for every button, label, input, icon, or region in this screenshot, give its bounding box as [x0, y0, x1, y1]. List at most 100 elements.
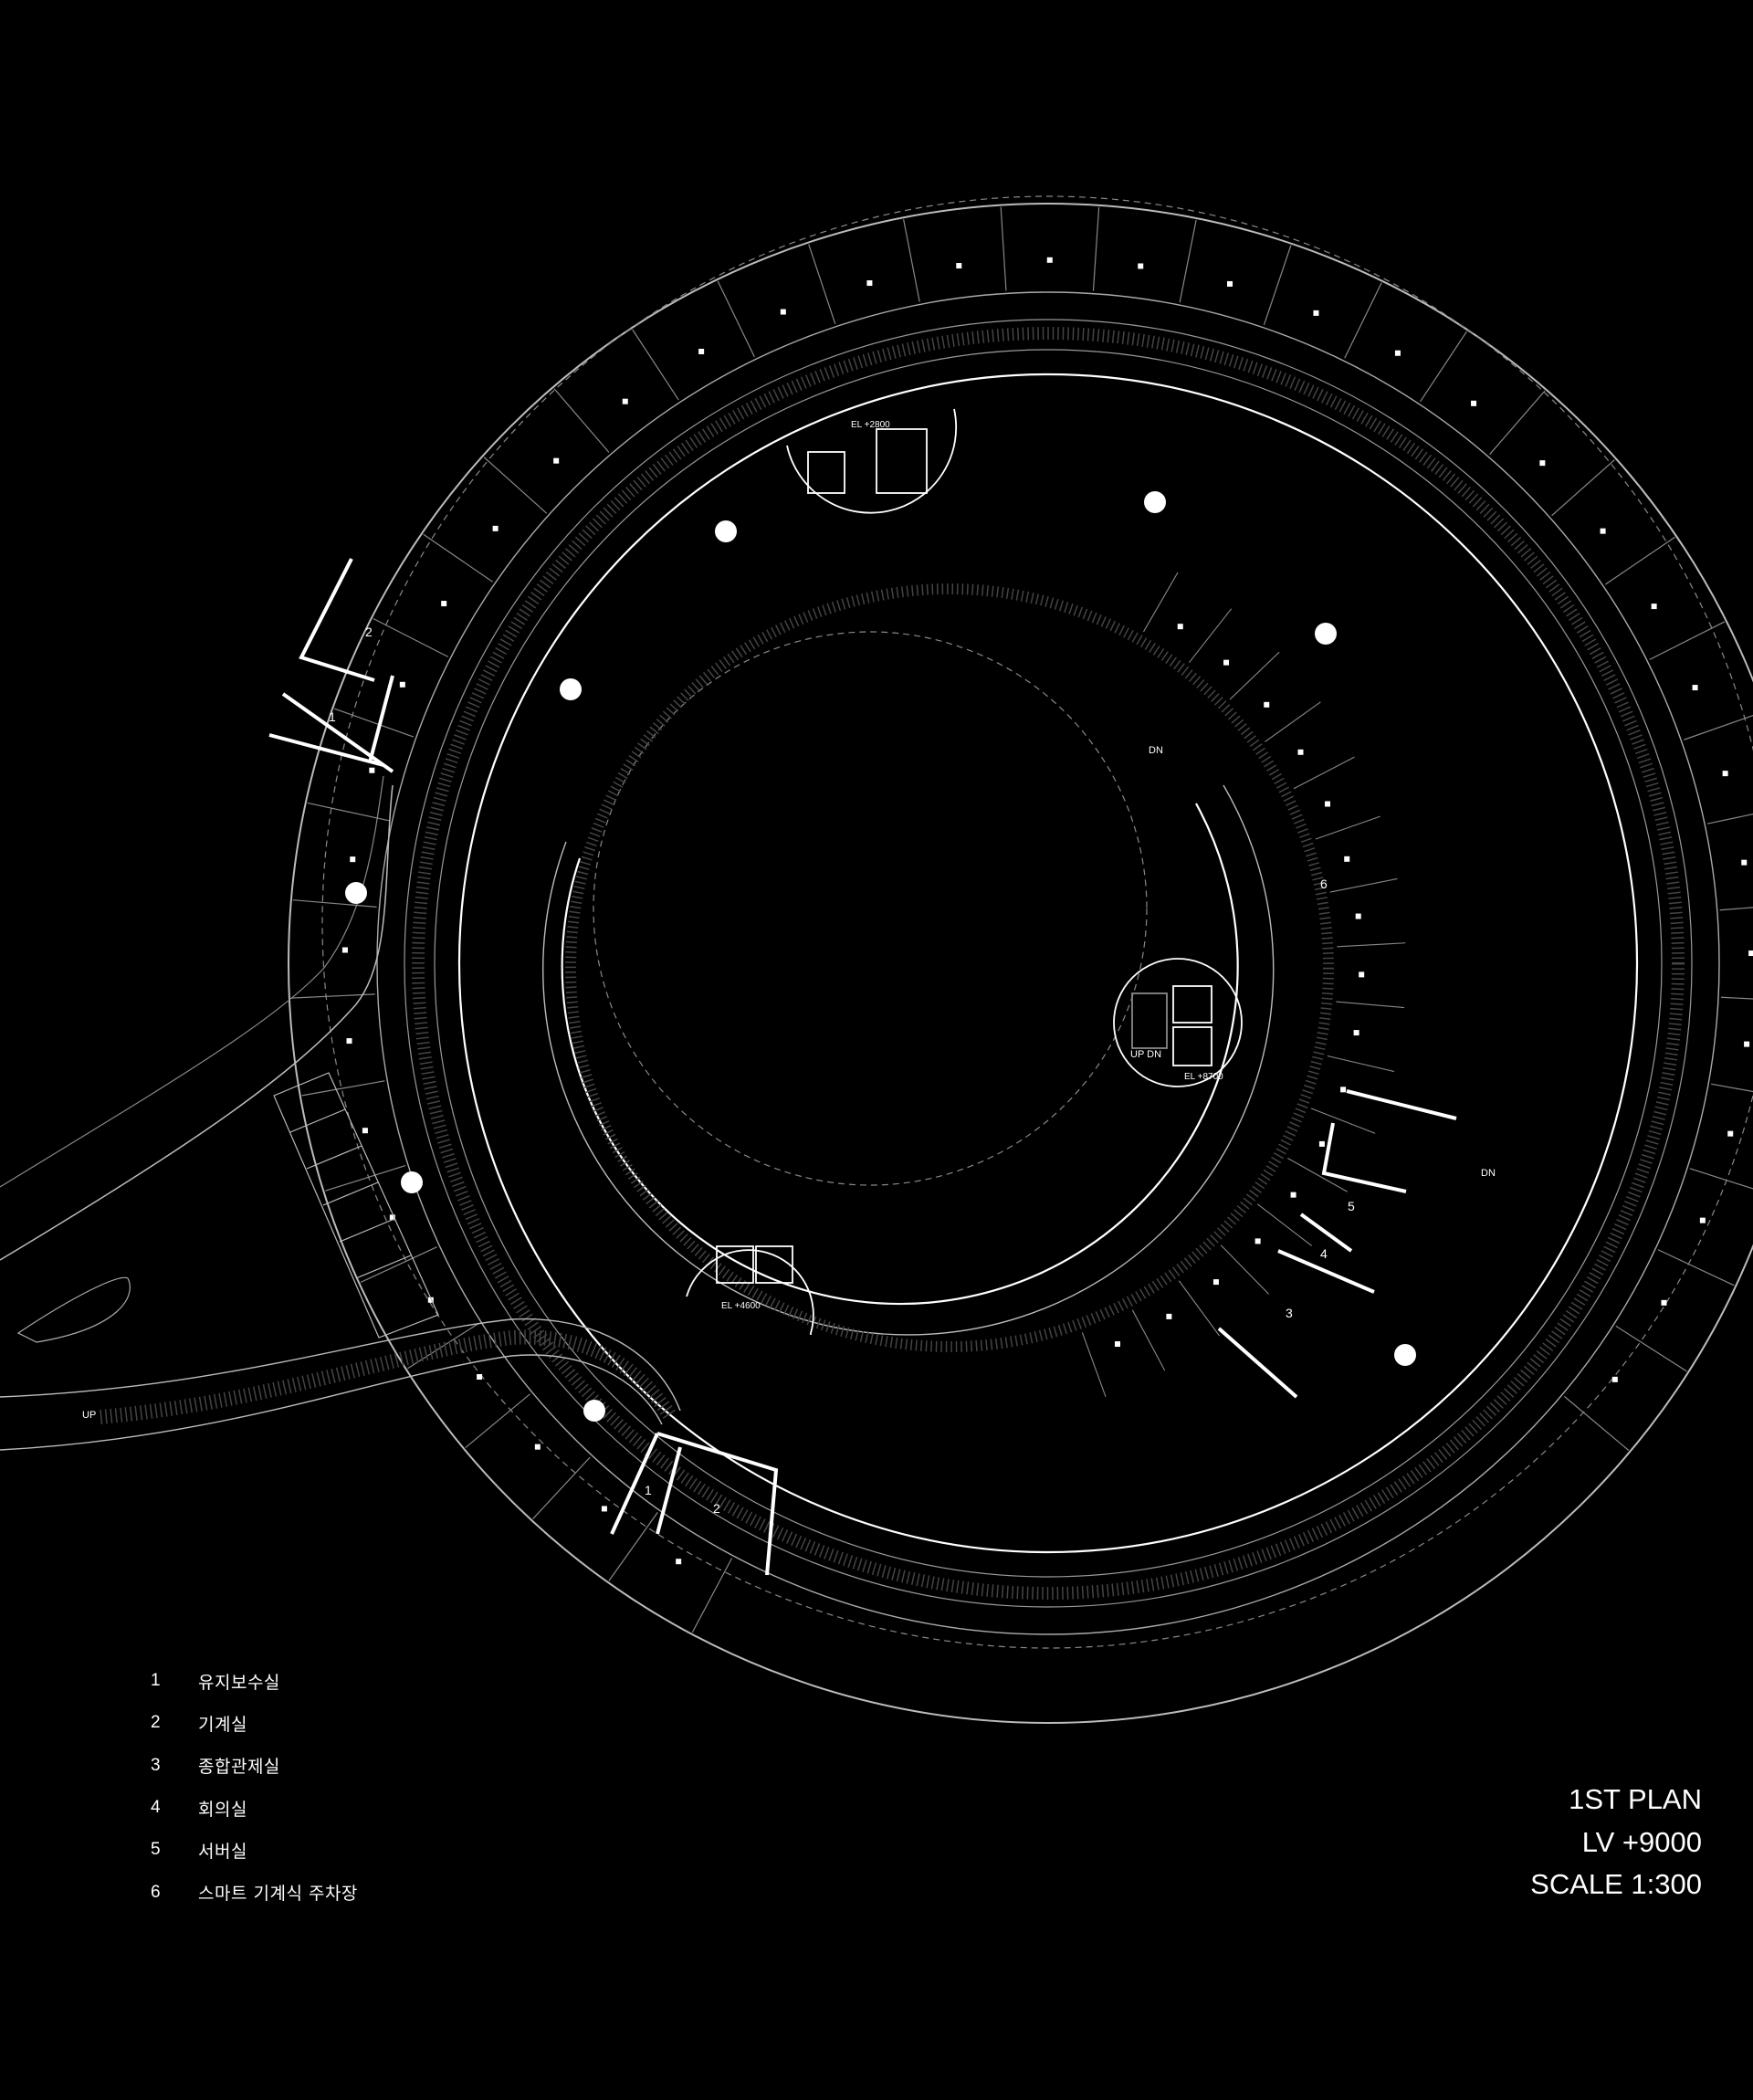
parking-bay-divider — [483, 457, 548, 514]
outer-boundary-ring — [288, 203, 1753, 1724]
parking-bay-divider — [325, 1165, 406, 1192]
parking-bay-divider — [808, 244, 836, 325]
core-east — [1113, 958, 1243, 1087]
legend-number: 1 — [151, 1671, 161, 1691]
parking-bay-divider — [1263, 245, 1292, 326]
title-block: 1ST PLAN LV +9000 SCALE 1:300 — [1530, 1779, 1702, 1906]
parking-bay-divider — [691, 1558, 733, 1633]
legend-label: 유지보수실 — [198, 1672, 280, 1693]
parking-bay-divider — [1092, 206, 1100, 291]
bay-marker — [1651, 604, 1657, 610]
legend-label: 스마트 기계식 주차장 — [198, 1884, 358, 1905]
legend-item: 4 회의실 — [151, 1787, 358, 1829]
parking-bay-divider — [307, 802, 390, 822]
bay-marker — [1359, 971, 1365, 978]
legend-number: 6 — [151, 1882, 161, 1902]
bay-marker — [534, 1444, 541, 1450]
parking-bay-divider — [1489, 390, 1546, 455]
parking-bay-divider — [1719, 907, 1753, 911]
stair-label-up-dn-core: UP DN — [1130, 1049, 1161, 1060]
bay-marker — [1600, 528, 1606, 534]
legend-item: 5 서버실 — [151, 1829, 358, 1871]
parking-bay-divider — [1689, 1168, 1753, 1190]
parking-bay-divider — [903, 219, 920, 302]
legend-item: 2 기계실 — [151, 1702, 358, 1744]
structural-columns — [345, 491, 1416, 1422]
parking-bay-divider — [1143, 572, 1179, 633]
rooms-northwest — [268, 558, 394, 773]
parking-bay-divider — [1551, 459, 1615, 517]
parking-bay-divider — [1131, 1309, 1166, 1371]
elevator-label-north: EL +2800 — [851, 420, 890, 430]
bay-marker — [1046, 257, 1053, 263]
bay-marker — [427, 1297, 434, 1303]
parking-bay-divider — [1327, 1055, 1395, 1073]
room-number-5: 5 — [1348, 1199, 1355, 1213]
plan-scale: SCALE 1:300 — [1530, 1868, 1702, 1900]
bay-marker — [1212, 1279, 1219, 1286]
core-north — [786, 408, 957, 514]
parking-bay-divider — [465, 1393, 530, 1449]
elevator-label-east: EL +8700 — [1184, 1072, 1223, 1082]
bay-marker — [622, 398, 628, 404]
outer-parking-bays — [290, 206, 1753, 1633]
bay-marker — [866, 280, 873, 287]
bay-marker — [341, 947, 348, 953]
elevator-label-south: EL +4600 — [721, 1301, 761, 1311]
bay-marker — [1744, 1041, 1750, 1047]
bay-marker — [780, 309, 786, 315]
bay-marker — [369, 767, 375, 773]
inner-parking-bays — [1081, 572, 1406, 1398]
rooms-southwest — [610, 1432, 779, 1576]
parking-bay-divider — [532, 1456, 591, 1519]
bay-marker — [399, 681, 405, 688]
bay-marker — [350, 856, 356, 863]
bay-marker — [1264, 701, 1270, 708]
bay-marker — [1325, 801, 1331, 807]
bay-marker — [1748, 950, 1753, 957]
plan-level: LV +9000 — [1581, 1825, 1702, 1858]
room-legend: 1 유지보수실 2 기계실 3 종합관제실 4 회의실 5 서버실 6 스마트 … — [151, 1660, 358, 1914]
stair-label-dn-southeast: DN — [1481, 1168, 1496, 1179]
bay-marker — [1340, 1087, 1347, 1093]
parking-bay-divider — [1649, 621, 1726, 660]
inner-drive-arc-outer — [542, 784, 1275, 1336]
room-number-3: 3 — [1286, 1306, 1293, 1320]
inner-dashed-ring — [593, 631, 1148, 1186]
parking-bay-divider — [1563, 1395, 1630, 1451]
parking-bay-divider — [1344, 282, 1382, 359]
legend-number: 5 — [151, 1840, 161, 1860]
core-south — [686, 1245, 814, 1335]
outer-dashed-ring — [321, 195, 1753, 1649]
room-number-nw-2: 2 — [365, 625, 373, 639]
room-number-sw-1: 1 — [645, 1483, 652, 1497]
legend-label: 기계실 — [198, 1714, 247, 1735]
legend-item: 6 스마트 기계식 주차장 — [151, 1871, 358, 1913]
bay-marker — [1741, 859, 1748, 866]
parking-bay-divider — [1293, 756, 1355, 790]
parking-bay-divider — [1179, 219, 1197, 303]
parking-bay-divider — [1315, 815, 1380, 840]
bay-marker — [1313, 310, 1319, 316]
bay-marker — [956, 263, 962, 269]
inner-drive-arc-inner — [561, 803, 1239, 1306]
parking-bay-divider — [1706, 814, 1753, 824]
parking-bay-divider — [1710, 1083, 1753, 1093]
parking-bay-divider — [423, 533, 493, 583]
room-number-nw-1: 1 — [329, 709, 336, 724]
bay-marker — [1661, 1299, 1667, 1306]
parking-bay-divider — [632, 329, 679, 401]
access-road-upper — [0, 784, 394, 1261]
bay-marker — [1344, 856, 1350, 862]
inner-ramp-hatch — [565, 583, 1334, 1352]
parking-bay-divider — [1265, 701, 1321, 742]
parking-bay-divider — [1220, 1244, 1270, 1295]
bay-marker — [1290, 1192, 1296, 1198]
parking-bay-divider — [1178, 1280, 1221, 1337]
legend-label: 종합관제실 — [198, 1757, 280, 1778]
bay-marker — [1699, 1217, 1706, 1223]
parking-bay-divider — [1604, 536, 1675, 585]
parking-bay-divider — [360, 1246, 437, 1283]
parking-bay-divider — [1420, 331, 1467, 403]
accessible-parking — [273, 1072, 439, 1339]
